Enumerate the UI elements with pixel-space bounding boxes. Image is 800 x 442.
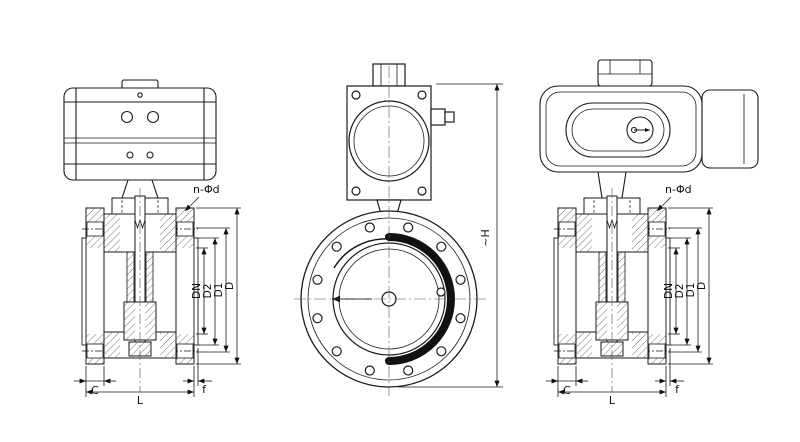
electric-actuator xyxy=(539,59,759,199)
flange-bolt-hole xyxy=(455,313,466,324)
flange-bolt-hole xyxy=(436,346,447,357)
dim-label-l-right: L xyxy=(609,394,616,407)
dim-label-d-right: D xyxy=(696,282,708,290)
dim-label-bolt-right: n-Φd xyxy=(665,183,692,196)
air-port xyxy=(430,108,446,126)
dimensions-left xyxy=(74,196,241,397)
flange-bolt-hole xyxy=(455,274,466,285)
flange-bolt-hole xyxy=(364,222,375,233)
flange-bolt-hole xyxy=(403,365,414,376)
actuator-port-icon xyxy=(146,110,160,124)
pneumatic-actuator xyxy=(63,79,217,199)
dim-label-d1-right: D1 xyxy=(685,283,697,298)
dim-label-d1-left: D1 xyxy=(213,283,225,298)
dim-label-c-right: C xyxy=(563,384,571,397)
air-port-fitting xyxy=(444,111,455,123)
taper-pin xyxy=(436,287,446,297)
dim-label-dn-right: DN xyxy=(663,283,675,299)
dim-label-d-left: D xyxy=(224,282,236,290)
dim-label-h: ~H xyxy=(479,229,492,247)
dimensions-right xyxy=(546,196,713,397)
dim-label-f-right: f xyxy=(675,383,680,396)
flange-bolt-hole xyxy=(312,313,323,324)
dim-label-d2-left: D2 xyxy=(202,284,214,299)
flange-bolt-hole xyxy=(331,346,342,357)
corner-screw-icon xyxy=(417,90,427,100)
corner-screw-icon xyxy=(351,186,361,196)
flange-bolt-hole xyxy=(436,241,447,252)
dim-label-l-left: L xyxy=(137,394,144,407)
dimension-height xyxy=(398,83,503,388)
corner-screw-icon xyxy=(351,90,361,100)
front-view xyxy=(294,63,486,396)
valve-body-side-view-left xyxy=(81,187,199,393)
dim-label-dn-left: DN xyxy=(191,283,203,299)
flange-bolt-hole xyxy=(312,274,323,285)
motor-housing xyxy=(701,89,759,169)
dim-label-d2-right: D2 xyxy=(674,284,686,299)
flange-bolt-hole xyxy=(364,365,375,376)
dim-label-c-left: C xyxy=(91,384,99,397)
valve-body-side-view-right xyxy=(553,187,671,393)
actuator-port-icon xyxy=(120,110,134,124)
dim-label-bolt-left: n-Φd xyxy=(193,183,220,196)
flange-bolt-hole xyxy=(403,222,414,233)
dim-label-f-left: f xyxy=(202,383,207,396)
flange-bolt-hole xyxy=(331,241,342,252)
corner-screw-icon xyxy=(417,186,427,196)
